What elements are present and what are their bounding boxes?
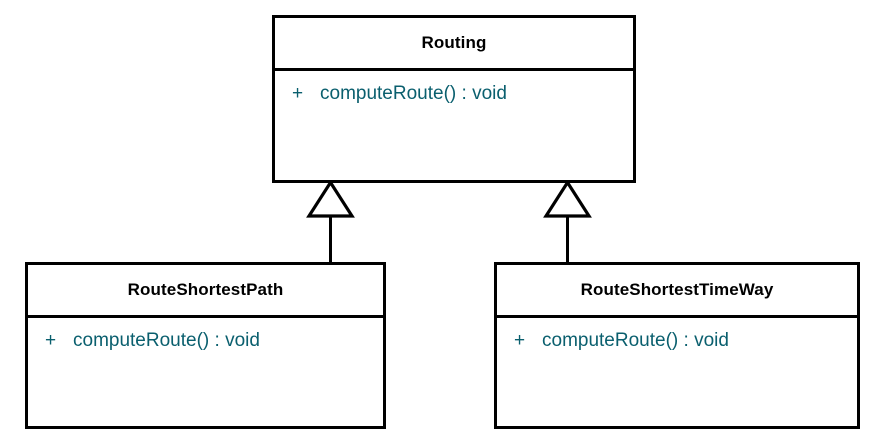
class-name-route-shortest-time-way: RouteShortestTimeWay	[497, 265, 857, 318]
class-box-route-shortest-path[interactable]: RouteShortestPath + computeRoute() : voi…	[25, 262, 386, 429]
class-name-route-shortest-path: RouteShortestPath	[28, 265, 383, 318]
visibility-marker: +	[291, 83, 304, 104]
operation-signature: computeRoute() : void	[73, 330, 260, 351]
generalization-line	[329, 216, 332, 264]
operation-row: + computeRoute() : void	[275, 80, 633, 108]
operation-row: + computeRoute() : void	[28, 327, 383, 355]
class-operations-routing: + computeRoute() : void	[275, 71, 633, 180]
operation-signature: computeRoute() : void	[542, 330, 729, 351]
operation-signature: computeRoute() : void	[320, 83, 507, 104]
visibility-marker: +	[44, 330, 57, 351]
class-box-routing[interactable]: Routing + computeRoute() : void	[272, 15, 636, 183]
operation-row: + computeRoute() : void	[497, 327, 857, 355]
class-operations-route-shortest-time-way: + computeRoute() : void	[497, 318, 857, 426]
class-name-routing: Routing	[275, 18, 633, 71]
class-operations-route-shortest-path: + computeRoute() : void	[28, 318, 383, 426]
visibility-marker: +	[513, 330, 526, 351]
generalization-line	[566, 216, 569, 264]
class-box-route-shortest-time-way[interactable]: RouteShortestTimeWay + computeRoute() : …	[494, 262, 860, 429]
